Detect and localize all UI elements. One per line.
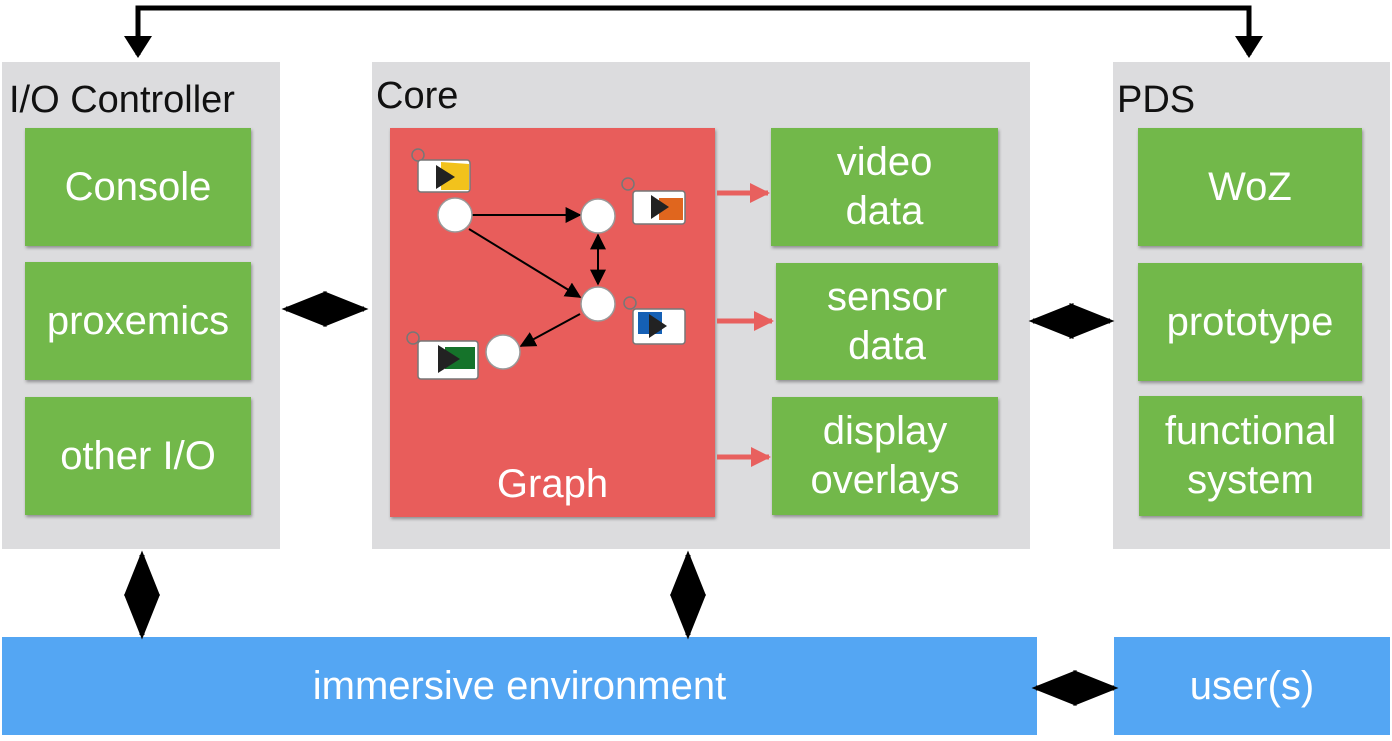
- console-label: Console: [64, 164, 212, 209]
- io-controller-title: I/O Controller: [9, 79, 235, 121]
- graph-edge: [468, 228, 582, 298]
- graph-node: [485, 334, 521, 370]
- play-badge-icon: [621, 177, 686, 225]
- top-connector-arrowhead-left: [124, 36, 152, 58]
- prototype-label: prototype: [1166, 299, 1334, 344]
- graph-label: Graph: [496, 462, 609, 506]
- other-io-label: other I/O: [60, 433, 216, 478]
- play-badge-icon: [411, 148, 471, 193]
- play-badge-icon: [406, 331, 479, 380]
- proxemics-box: proxemics: [25, 262, 251, 380]
- display-overlays-line2: overlays: [810, 458, 960, 502]
- proxemics-label: proxemics: [46, 298, 230, 343]
- core-title: Core: [376, 75, 459, 117]
- functional-system-line1: functional: [1164, 409, 1337, 454]
- graph-edge: [519, 313, 581, 347]
- graph-node: [437, 197, 473, 233]
- top-connector-line: [135, 5, 1252, 55]
- console-box: Console: [25, 128, 251, 246]
- display-overlays-line1: display: [822, 409, 948, 454]
- other-io-box: other I/O: [25, 397, 251, 515]
- graph-node: [580, 286, 616, 322]
- woz-label: WoZ: [1208, 164, 1292, 209]
- functional-system-line2: system: [1187, 458, 1314, 502]
- top-connector-arrowhead-right: [1235, 36, 1263, 58]
- users-label: user(s): [1189, 663, 1315, 708]
- immersive-environment-label: immersive environment: [312, 663, 727, 708]
- sensor-data-line1: sensor: [826, 274, 948, 319]
- sensor-data-line2: data: [848, 323, 926, 368]
- graph-node: [580, 198, 616, 234]
- play-badge-icon: [623, 296, 686, 345]
- users-bar: user(s): [1114, 637, 1390, 735]
- pds-title: PDS: [1117, 79, 1196, 121]
- video-data-line2: data: [845, 189, 924, 233]
- video-data-line1: video: [836, 140, 933, 185]
- woz-box: WoZ: [1138, 128, 1362, 246]
- prototype-box: prototype: [1138, 263, 1362, 381]
- immersive-environment-bar: immersive environment: [2, 637, 1037, 735]
